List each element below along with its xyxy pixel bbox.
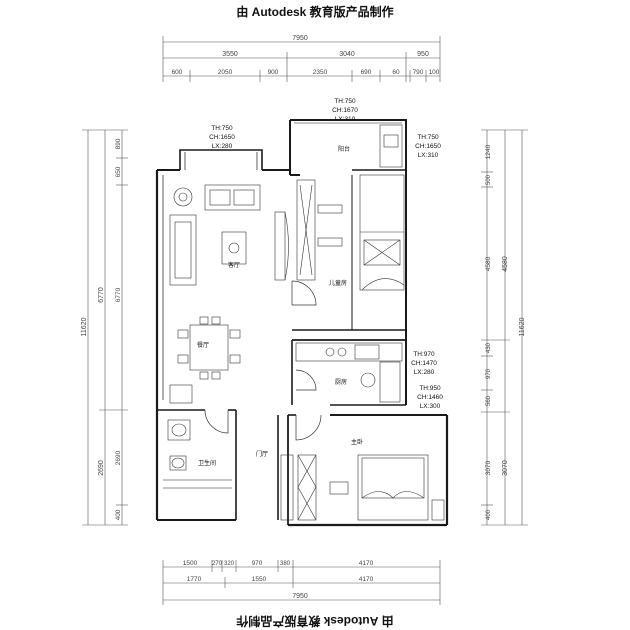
dim-bottom-inner-5: 380 <box>280 561 291 567</box>
window-4-th: TH:970 <box>413 351 435 358</box>
window-2-lx: LX:310 <box>335 116 356 123</box>
window-annotation-1: TH:750 CH:1650 LX:280 <box>209 125 235 150</box>
room-label-kids: 儿童房 <box>329 279 347 287</box>
dim-bottom-mid-2: 1550 <box>252 576 267 583</box>
dim-top-inner-6: 60 <box>392 69 400 76</box>
bottom-watermark-banner: 由 Autodesk 教育版产品制作 <box>236 614 394 628</box>
room-label-dining: 餐厅 <box>197 341 209 349</box>
dim-top-inner-7: 790 <box>413 69 424 76</box>
dim-bottom-mid-3: 4170 <box>359 576 374 583</box>
dim-top-inner-3: 900 <box>268 69 279 76</box>
window-5-lx: LX:300 <box>420 403 441 410</box>
dim-bottom-mid-1: 1770 <box>187 576 202 583</box>
dim-top-inner-4: 2350 <box>313 69 328 76</box>
dim-bottom-inner-1: 1500 <box>183 560 198 567</box>
dim-top-inner-1: 600 <box>172 69 183 76</box>
window-3-ch: CH:1650 <box>415 143 441 150</box>
dim-bottom-inner-2: 270 <box>212 561 223 567</box>
dim-top-mid-1: 3550 <box>222 51 238 58</box>
window-3-lx: LX:310 <box>418 152 439 159</box>
dim-left-total: 11620 <box>81 317 88 336</box>
window-1-ch: CH:1650 <box>209 134 235 141</box>
dim-right-inner-6: 560 <box>486 395 492 406</box>
dim-left-inner-2: 650 <box>115 166 122 177</box>
room-label-hall: 门厅 <box>256 450 268 458</box>
dim-left-inner-3: 6770 <box>115 287 122 302</box>
dim-left-inner-5: 400 <box>115 509 122 520</box>
room-label-living: 客厅 <box>228 261 240 269</box>
room-label-bath: 卫生间 <box>198 459 216 467</box>
dim-right-inner-7: 3070 <box>485 460 492 475</box>
dim-left-inner-4: 2690 <box>115 450 122 465</box>
window-annotation-5: TH:950 CH:1460 LX:300 <box>417 385 443 410</box>
bottom-dimensions <box>162 560 441 605</box>
left-dimensions <box>82 129 128 526</box>
right-dimensions <box>481 129 528 526</box>
dim-bottom-inner-6: 4170 <box>359 560 374 567</box>
dim-bottom-inner-4: 970 <box>252 560 263 567</box>
window-4-ch: CH:1470 <box>411 360 437 367</box>
furniture <box>167 124 445 521</box>
window-2-ch: CH:1670 <box>332 107 358 114</box>
window-4-lx: LX:280 <box>414 369 435 376</box>
window-annotation-2: TH:750 CH:1670 LX:310 <box>332 98 358 123</box>
room-label-kitchen: 厨房 <box>335 378 347 386</box>
dim-top-inner-2: 2050 <box>218 69 233 76</box>
window-3-th: TH:750 <box>417 134 439 141</box>
dim-top-mid-2: 3040 <box>339 51 355 58</box>
window-5-ch: CH:1460 <box>417 394 443 401</box>
dim-right-inner-4: 430 <box>486 342 492 353</box>
dim-bottom-inner-3: 320 <box>224 561 235 567</box>
dim-top-total: 7950 <box>292 35 308 42</box>
room-label-master: 主卧 <box>351 438 363 446</box>
window-5-th: TH:950 <box>419 385 441 392</box>
dim-top-mid-3: 950 <box>417 51 429 58</box>
window-1-th: TH:750 <box>211 125 233 132</box>
dim-right-mid-1: 4580 <box>502 256 509 272</box>
room-label-balcony: 阳台 <box>338 145 350 153</box>
doors <box>204 280 322 441</box>
window-annotation-4: TH:970 CH:1470 LX:280 <box>411 351 437 376</box>
dim-right-inner-2: 500 <box>486 174 492 185</box>
top-watermark-banner: 由 Autodesk 教育版产品制作 <box>236 5 394 19</box>
window-2-th: TH:750 <box>334 98 356 105</box>
dim-left-mid-2: 2690 <box>98 460 105 476</box>
dim-right-inner-5: 970 <box>486 368 492 379</box>
dim-right-mid-2: 3070 <box>502 460 509 476</box>
top-dimensions <box>162 36 441 82</box>
dim-left-inner-1: 890 <box>115 138 122 149</box>
dim-left-mid-1: 6770 <box>98 287 105 303</box>
dim-right-inner-3: 4580 <box>485 256 492 271</box>
dim-right-inner-8: 400 <box>486 509 492 520</box>
window-1-lx: LX:280 <box>212 143 233 150</box>
dim-right-total: 11620 <box>519 317 526 336</box>
dim-top-inner-5: 690 <box>361 69 372 76</box>
dim-bottom-total: 7950 <box>292 593 308 600</box>
window-annotation-3: TH:750 CH:1650 LX:310 <box>415 134 441 159</box>
dim-top-inner-8: 100 <box>429 69 440 76</box>
dim-right-inner-1: 1240 <box>485 144 492 159</box>
walls <box>155 119 449 527</box>
